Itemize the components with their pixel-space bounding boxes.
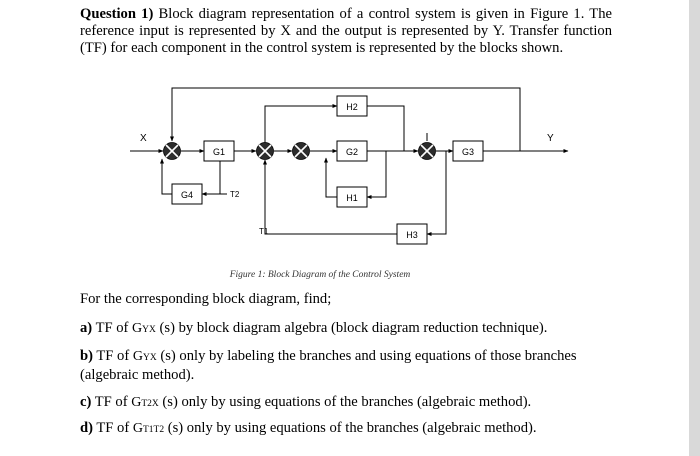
block-h3-label: H3 bbox=[406, 230, 418, 240]
question-d-label: d) bbox=[80, 420, 93, 436]
question-c-post: (s) only by using equations of the branc… bbox=[158, 394, 532, 410]
figure-caption: Figure 1: Block Diagram of the Control S… bbox=[0, 270, 700, 280]
question-b-post: (s) only by labeling the branches and us… bbox=[80, 348, 577, 383]
question-d-post: (s) only by using equations of the branc… bbox=[164, 420, 537, 436]
question-c-symbol: G bbox=[131, 395, 142, 410]
output-label-y: Y bbox=[547, 133, 554, 144]
summing-junction-3 bbox=[291, 141, 311, 161]
questions-lead: For the corresponding block diagram, fin… bbox=[80, 291, 332, 307]
question-a: a) TF of GYX (s) by block diagram algebr… bbox=[80, 320, 610, 339]
signal-lines bbox=[130, 87, 569, 236]
tap-label-t1: T1 bbox=[259, 227, 269, 236]
question-d-subscript: T1T2 bbox=[142, 425, 165, 435]
question-b: b) TF of GYX (s) only by labeling the br… bbox=[80, 348, 610, 384]
question-d-symbol: G bbox=[132, 421, 143, 436]
question-c-pre: TF of bbox=[94, 394, 132, 410]
question-a-subscript: YX bbox=[142, 325, 156, 335]
block-g3-label: G3 bbox=[462, 147, 474, 157]
summing-junction-4 bbox=[417, 141, 437, 161]
question-label: Question 1) bbox=[80, 6, 154, 22]
block-h2-label: H2 bbox=[346, 102, 358, 112]
question-c-label: c) bbox=[80, 394, 92, 410]
caption-text: Block Diagram of the Control System bbox=[267, 270, 411, 280]
caption-prefix: Figure 1: bbox=[229, 270, 266, 280]
question-d: d) TF of GT1T2 (s) only by using equatio… bbox=[80, 420, 610, 439]
question-a-post: (s) by block diagram algebra (block diag… bbox=[155, 320, 548, 336]
question-text: Block diagram representation of a contro… bbox=[80, 6, 612, 56]
block-g2-label: G2 bbox=[346, 147, 358, 157]
block-h1-label: H1 bbox=[346, 193, 358, 203]
page-edge-bar bbox=[689, 0, 700, 456]
block-g4: G4 bbox=[171, 183, 203, 205]
question-a-pre: TF of bbox=[95, 320, 133, 336]
question-b-symbol: G bbox=[132, 349, 143, 364]
question-c-subscript: T2X bbox=[141, 399, 159, 409]
block-diagram: G1 G2 G3 G4 H1 H2 H3 X Y T2 T1 bbox=[130, 87, 569, 245]
block-h2: H2 bbox=[336, 95, 368, 117]
question-b-label: b) bbox=[80, 348, 93, 364]
block-h3: H3 bbox=[396, 223, 428, 245]
summing-junction-1 bbox=[162, 141, 182, 161]
block-g3: G3 bbox=[452, 140, 484, 162]
tap-label-t2: T2 bbox=[230, 190, 240, 199]
input-label-x: X bbox=[140, 133, 147, 144]
question-intro: Question 1) Block diagram representation… bbox=[80, 6, 612, 57]
block-g1: G1 bbox=[203, 140, 235, 162]
question-b-pre: TF of bbox=[96, 348, 133, 364]
question-d-pre: TF of bbox=[96, 420, 133, 436]
block-h1: H1 bbox=[336, 186, 368, 208]
summing-junction-2 bbox=[255, 141, 275, 161]
question-a-label: a) bbox=[80, 320, 93, 336]
block-g2: G2 bbox=[336, 140, 368, 162]
question-c: c) TF of GT2X (s) only by using equation… bbox=[80, 394, 610, 413]
block-g4-label: G4 bbox=[181, 190, 193, 200]
question-a-symbol: G bbox=[132, 321, 143, 336]
block-g1-label: G1 bbox=[213, 147, 225, 157]
question-b-subscript: YX bbox=[142, 353, 157, 363]
